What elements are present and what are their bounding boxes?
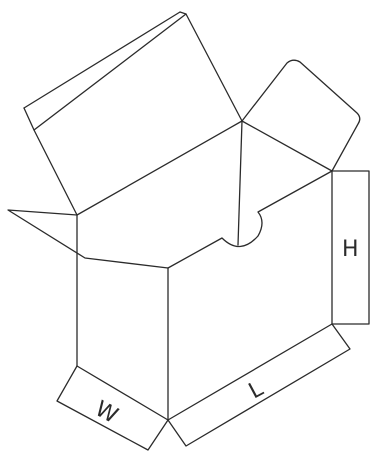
height-label: H [342, 237, 359, 262]
left-dust-flap [7, 209, 169, 269]
back-top-flap [23, 11, 243, 216]
box-body [76, 120, 333, 421]
width-label: W [91, 397, 122, 429]
right-dust-flap [241, 59, 361, 172]
length-dimension: L [167, 323, 351, 447]
width-dimension: W [56, 365, 169, 451]
height-dimension: H [331, 170, 370, 325]
